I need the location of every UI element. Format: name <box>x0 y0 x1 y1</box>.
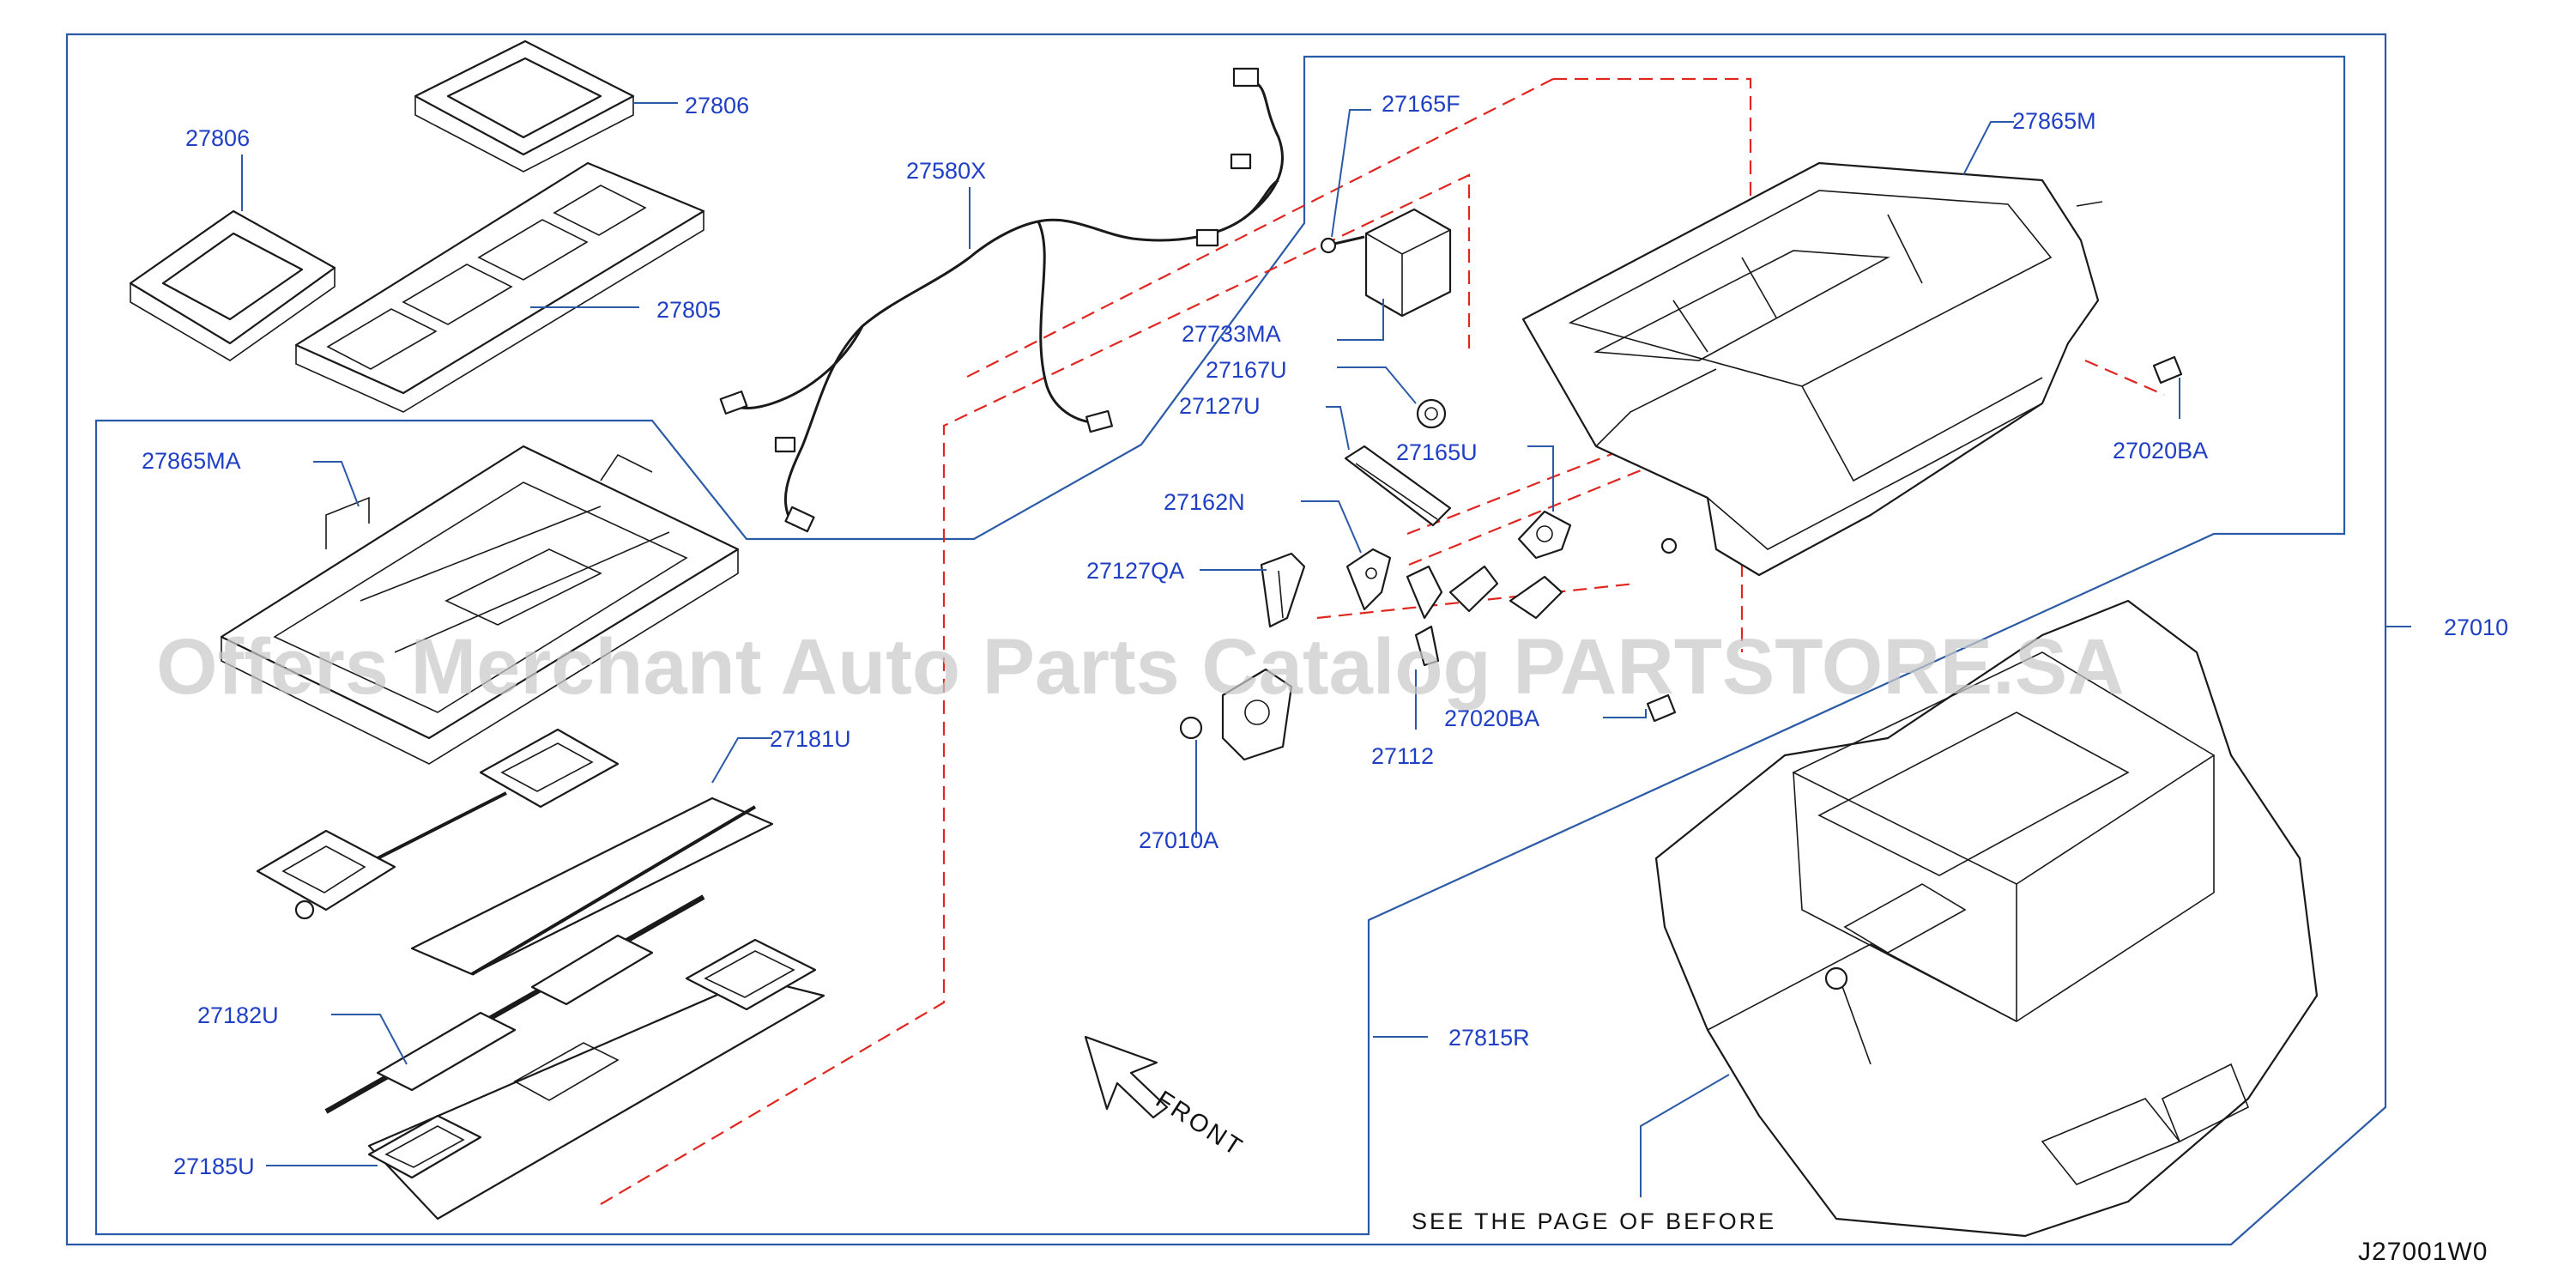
dash-guide-top <box>1553 77 1752 326</box>
outer-frame <box>65 33 2387 1246</box>
callout-27185U: 27185U <box>173 1154 255 1179</box>
clip-27020BA-mid <box>1646 694 1677 723</box>
callout-27165F: 27165F <box>1382 91 1460 117</box>
callout-27165U: 27165U <box>1396 439 1478 465</box>
watermark: Offers Merchant Auto Parts Catalog PARTS… <box>156 623 2125 711</box>
callout-27865M: 27865M <box>2012 108 2096 134</box>
callout-27806-left: 27806 <box>185 125 250 151</box>
upper-case-27865M <box>1521 161 2103 577</box>
dash-guide-right <box>1408 427 1744 652</box>
callout-27010: 27010 <box>2444 615 2508 640</box>
callout-27806-right: 27806 <box>685 93 749 118</box>
dash-guide-left <box>600 173 1471 1205</box>
callout-27182U: 27182U <box>197 1002 279 1028</box>
callout-27733MA: 27733MA <box>1182 321 1281 347</box>
callout-27167U: 27167U <box>1206 357 1287 383</box>
front-arrow: FRONT <box>1084 1035 1249 1162</box>
link-27127U <box>1344 445 1452 527</box>
clip-27020BA-right <box>2152 355 2183 385</box>
filter-27806-left <box>129 209 336 361</box>
wire-harness-27580X <box>719 67 1284 533</box>
heater-unit-27010 <box>1654 599 2319 1238</box>
clip-27167U <box>1416 398 1447 429</box>
callout-27805: 27805 <box>656 297 721 323</box>
upper-assembly-frame <box>94 55 2346 1236</box>
callout-27865MA: 27865MA <box>142 448 241 474</box>
filter-27806-right <box>414 39 635 173</box>
filter-27805 <box>294 161 705 413</box>
dashed-guides <box>600 77 2165 1205</box>
callout-27127U: 27127U <box>1179 393 1261 419</box>
leader-lines <box>241 102 2411 1197</box>
callout-27580X: 27580X <box>906 158 986 184</box>
lever-27182U <box>324 894 705 1114</box>
cam-27010A <box>1179 668 1293 761</box>
see-page-note: SEE THE PAGE OF BEFORE <box>1412 1208 1776 1234</box>
lever-27181U <box>256 728 774 976</box>
dash-guide-clip <box>2084 359 2165 397</box>
callout-27010A: 27010A <box>1139 827 1218 853</box>
diagram-frames <box>65 33 2387 1246</box>
lower-bracket-27865MA <box>220 445 740 765</box>
clip-27165U <box>1517 510 1572 560</box>
callout-27181U: 27181U <box>770 726 851 752</box>
callout-27127QA: 27127QA <box>1086 558 1184 584</box>
callout-27020BA-right: 27020BA <box>2113 438 2208 463</box>
link-27127QA <box>1260 552 1306 628</box>
callout-labels: 27806 27806 27805 27580X 27165F 27865M 2… <box>142 91 2508 1179</box>
actuator-27733MA <box>1364 208 1452 318</box>
dash-guide-diag <box>964 78 1554 379</box>
callout-27815R: 27815R <box>1448 1025 1530 1051</box>
callout-27112: 27112 <box>1371 743 1434 769</box>
callout-27020BA-mid: 27020BA <box>1444 706 1539 731</box>
lever-27185U <box>367 938 825 1220</box>
link-27162N <box>1345 548 1392 611</box>
screw-27165F <box>1320 235 1365 254</box>
callout-27162N: 27162N <box>1164 489 1245 515</box>
front-label: FRONT <box>1151 1086 1249 1162</box>
small-links <box>1406 565 1563 667</box>
diagram-code: J27001W0 <box>2358 1238 2488 1266</box>
